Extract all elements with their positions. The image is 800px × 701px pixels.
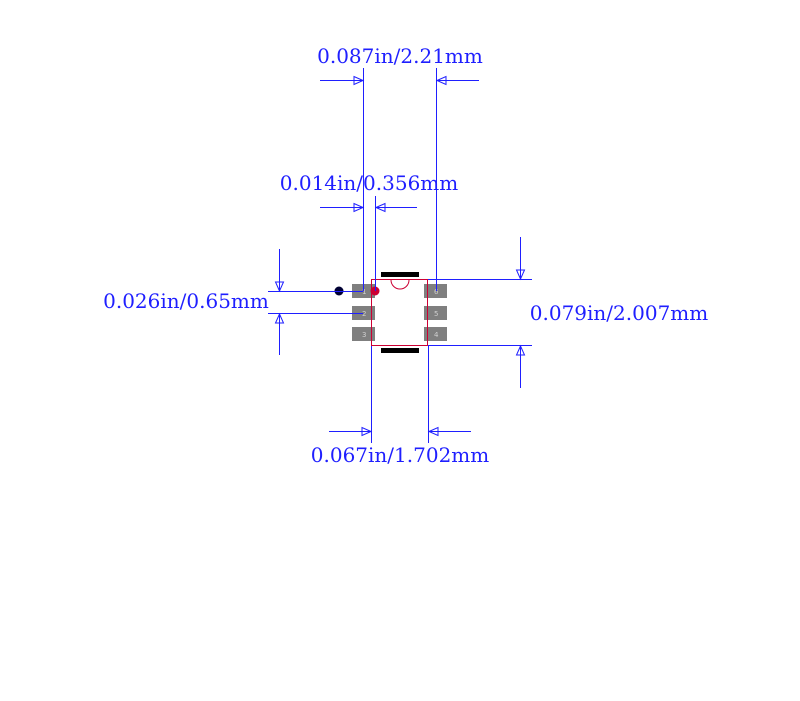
pad-3 [352, 327, 375, 341]
label-pad-span: 0.087in/2.21mm [317, 44, 483, 68]
dim-body-height [428, 237, 532, 388]
pin-label-6: 6 [434, 288, 439, 296]
pin1-notch [390, 279, 410, 290]
pin-label-5: 5 [434, 310, 438, 318]
pad-4 [424, 327, 447, 341]
label-pad-width: 0.014in/0.356mm [280, 171, 458, 195]
pin-label-1: 1 [362, 288, 366, 296]
pads [352, 284, 447, 341]
pad-2 [352, 306, 375, 320]
pin-label-3: 3 [362, 331, 366, 339]
dim-body-width [329, 346, 471, 443]
silkscreen-top [381, 272, 419, 277]
dim-pitch [268, 249, 363, 355]
label-body-width: 0.067in/1.702mm [311, 443, 489, 467]
pin-label-4: 4 [434, 331, 439, 339]
label-pitch: 0.026in/0.65mm [103, 289, 269, 313]
dim-pad-span [320, 68, 479, 291]
dim-pad-width [320, 196, 417, 291]
pad-6 [424, 284, 447, 298]
label-body-height: 0.079in/2.007mm [530, 301, 708, 325]
pad-5 [424, 306, 447, 320]
pin-label-2: 2 [362, 310, 366, 318]
body-outline [371, 279, 428, 346]
silkscreen-bottom [381, 348, 419, 353]
